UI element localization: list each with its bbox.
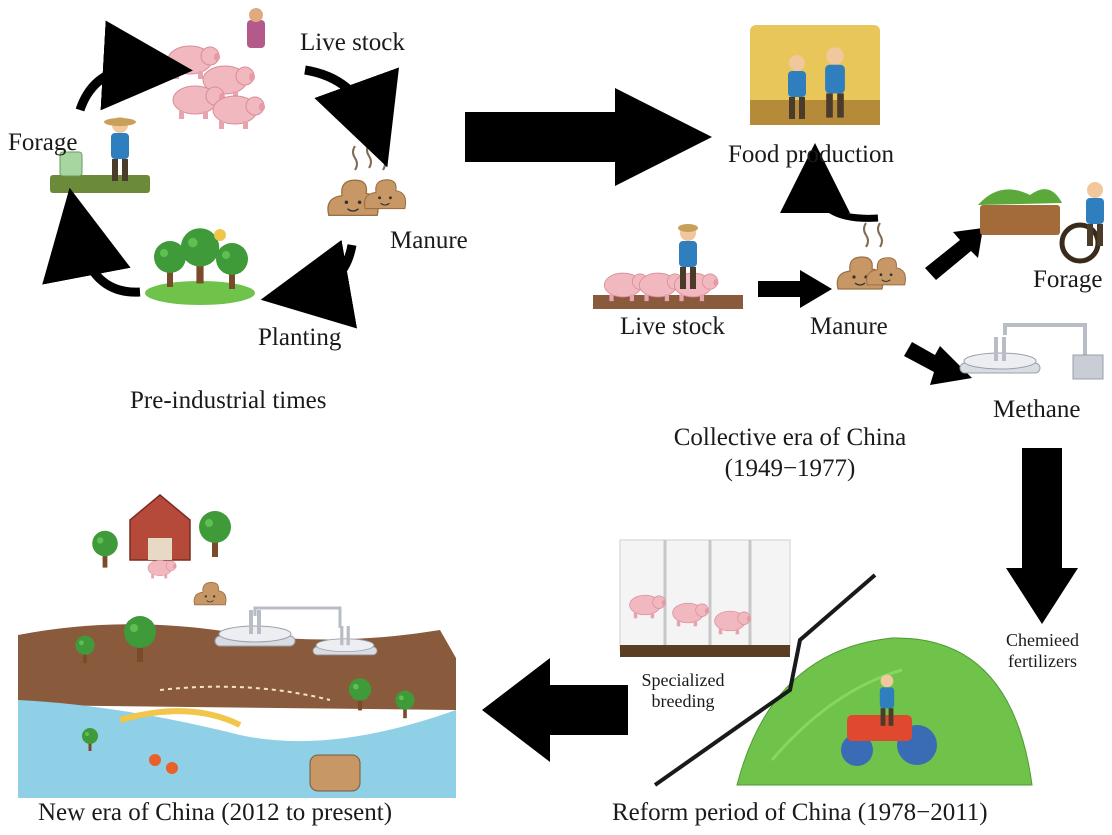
pre-label-forage: Forage bbox=[8, 129, 78, 156]
reform-label-chem-fertilizers: Chemieed fertilizers bbox=[990, 630, 1095, 671]
new-era-caption: New era of China (2012 to present) bbox=[38, 799, 393, 826]
collective-label-forage: Forage bbox=[1033, 266, 1103, 293]
collective-methane-illustration bbox=[959, 323, 1104, 380]
pre-arrow-planting-to-forage bbox=[42, 187, 141, 297]
reform-breeding-illustration bbox=[619, 539, 791, 657]
reform-label-chem-line2: fertilizers bbox=[1008, 650, 1077, 671]
pre-label-livestock: Live stock bbox=[300, 29, 405, 56]
reform-label-spec-line1: Specialized bbox=[641, 670, 725, 690]
new-era-barn-illustration bbox=[92, 494, 231, 606]
collective-era-section bbox=[593, 25, 1104, 385]
new-era-section bbox=[18, 494, 456, 798]
reform-label-chem-line1: Chemieed bbox=[1006, 630, 1079, 650]
collective-arrow-livestock-to-manure bbox=[758, 270, 832, 308]
pre-label-planting: Planting bbox=[258, 324, 342, 351]
pre-caption: Pre-industrial times bbox=[130, 387, 327, 414]
reform-field-illustration bbox=[736, 637, 1033, 786]
pre-arrow-forage-to-livestock bbox=[75, 20, 193, 112]
collective-caption-line2: (1949−1977) bbox=[724, 455, 856, 483]
collective-caption-line1: Collective era of China bbox=[673, 424, 907, 451]
collective-forage-illustration bbox=[978, 182, 1104, 264]
collective-arrow-manure-to-forage bbox=[925, 228, 983, 280]
collective-arrow-manure-to-food bbox=[780, 143, 879, 222]
collective-label-methane: Methane bbox=[993, 396, 1081, 423]
collective-food-illustration bbox=[750, 25, 880, 125]
pre-manure-illustration bbox=[327, 143, 407, 217]
collective-label-food-production: Food production bbox=[728, 141, 894, 168]
arrow-pre-to-collective bbox=[465, 88, 712, 186]
reform-label-spec-line2: breeding bbox=[651, 690, 715, 711]
arrow-collective-to-reform bbox=[1006, 448, 1078, 624]
new-era-landscape-illustration bbox=[18, 606, 456, 798]
pre-arrow-livestock-to-manure bbox=[304, 65, 399, 168]
pre-planting-illustration bbox=[145, 228, 255, 305]
collective-label-livestock: Live stock bbox=[620, 313, 725, 340]
reform-caption: Reform period of China (1978−2011) bbox=[612, 799, 988, 826]
pre-label-manure: Manure bbox=[390, 227, 468, 254]
collective-caption: Collective era of China (1949−1977) bbox=[640, 422, 940, 485]
collective-label-manure: Manure bbox=[810, 313, 888, 340]
pre-livestock-illustration bbox=[167, 8, 266, 130]
collective-livestock-illustration bbox=[593, 224, 743, 309]
reform-divider-zigzag bbox=[653, 573, 877, 787]
reform-period-section bbox=[619, 539, 1033, 787]
collective-arrow-manure-to-methane bbox=[904, 342, 972, 385]
collective-manure-illustration bbox=[836, 222, 906, 290]
arrow-reform-to-new-era bbox=[482, 658, 628, 762]
pre-arrow-manure-to-planting bbox=[260, 239, 358, 329]
reform-label-specialized-breeding: Specialized breeding bbox=[628, 670, 738, 711]
pre-industrial-cycle bbox=[42, 8, 407, 329]
